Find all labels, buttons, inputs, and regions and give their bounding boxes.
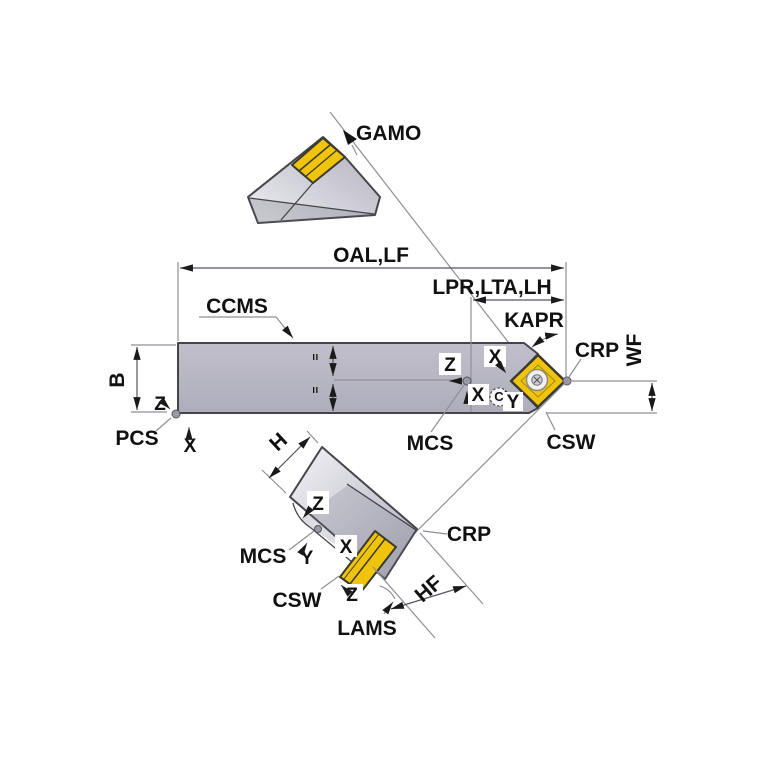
x-label-box-end xyxy=(335,535,357,557)
csw-end-leader xyxy=(320,575,340,590)
projection-line-gamo xyxy=(329,111,537,379)
shank-face-edge xyxy=(346,483,417,531)
top-view: GAMO xyxy=(247,111,537,379)
pcs-z-axis-label: Z xyxy=(154,394,166,415)
lams-label: LAMS xyxy=(337,617,397,640)
gamo-label: GAMO xyxy=(356,122,421,145)
insert-x-axis-label: X xyxy=(489,347,502,368)
equal-mark-upper: = xyxy=(308,353,322,360)
hf-ext-upper xyxy=(419,532,484,605)
crp-label: CRP xyxy=(575,339,619,362)
mcs-z-axis-label: Z xyxy=(444,355,456,376)
bottom-view: H Z MCS Y X CSW Z CRP HF LAMS xyxy=(240,429,492,640)
mcs-point-end xyxy=(314,525,322,533)
end-y-axis-label: Y xyxy=(301,548,314,569)
end-y-arrow xyxy=(297,542,308,556)
hf-dim-line xyxy=(390,585,467,610)
mcs-point xyxy=(462,376,472,386)
tip-z-arrow xyxy=(340,584,353,597)
h-label: H xyxy=(265,429,292,456)
pcs-x-axis-label: X xyxy=(184,436,197,457)
lams-angle-arc xyxy=(379,585,396,600)
y-label-box xyxy=(503,392,523,411)
screw-slot xyxy=(533,376,541,384)
kapr-label: KAPR xyxy=(504,309,564,332)
end-x-axis-label: X xyxy=(340,537,353,558)
mcs-label: MCS xyxy=(407,432,454,455)
csw-end-label: CSW xyxy=(273,589,322,612)
insert-top-view xyxy=(291,137,346,184)
pcs-z-arrow xyxy=(158,397,171,410)
x-label-box-lower xyxy=(468,384,489,405)
pcs-label: PCS xyxy=(115,427,158,450)
insert-x-arrow xyxy=(495,360,507,374)
mcs-end-label: MCS xyxy=(240,545,287,568)
csw-label: CSW xyxy=(547,431,596,454)
head-front-face xyxy=(249,198,375,223)
insert-divider-line xyxy=(349,538,386,585)
h-dim-line xyxy=(268,436,311,479)
crp-end-label: CRP xyxy=(447,523,491,546)
ccms-leader xyxy=(275,316,294,339)
z-label-box xyxy=(439,353,461,375)
gamo-extension-tick xyxy=(351,144,358,156)
csw-leader xyxy=(545,411,556,431)
gamo-angle-arrow xyxy=(343,130,357,145)
h-ext-top xyxy=(306,430,319,444)
h-ext-bottom xyxy=(261,469,287,494)
shank-corner-edge xyxy=(292,502,353,563)
mcs-y-axis-label: Y xyxy=(507,392,520,413)
crp-end-leader xyxy=(422,530,448,535)
end-z-arrow xyxy=(302,505,314,519)
pcs-leader xyxy=(155,417,172,432)
insert-groove-line xyxy=(304,149,338,178)
mcs-x-axis-label: X xyxy=(472,385,485,406)
ccms-label: CCMS xyxy=(206,295,268,318)
kapr-angle-arc xyxy=(531,332,559,348)
b-label: B xyxy=(106,372,129,387)
head-edge xyxy=(248,197,375,215)
tip-z-axis-label: Z xyxy=(346,585,358,606)
wf-label: WF xyxy=(623,334,646,367)
insert-groove-line xyxy=(298,144,331,172)
insert-divider-line xyxy=(343,533,380,580)
pcs-point xyxy=(171,409,181,419)
oal-label: OAL,LF xyxy=(333,244,409,267)
head-pocket-edge xyxy=(280,182,314,221)
crp-leader xyxy=(568,358,582,378)
c-axis-label: C xyxy=(494,389,504,404)
lpr-label: LPR,LTA,LH xyxy=(432,276,551,299)
equal-mark-lower: = xyxy=(308,386,322,393)
main-view: OAL,LF LPR,LTA,LH B CCMS = = KAPR CRP xyxy=(106,244,657,457)
mcs-end-leader xyxy=(288,530,315,551)
lams-leader xyxy=(382,601,394,615)
mcs-leader xyxy=(430,384,465,433)
end-z-axis-label: Z xyxy=(312,494,324,515)
